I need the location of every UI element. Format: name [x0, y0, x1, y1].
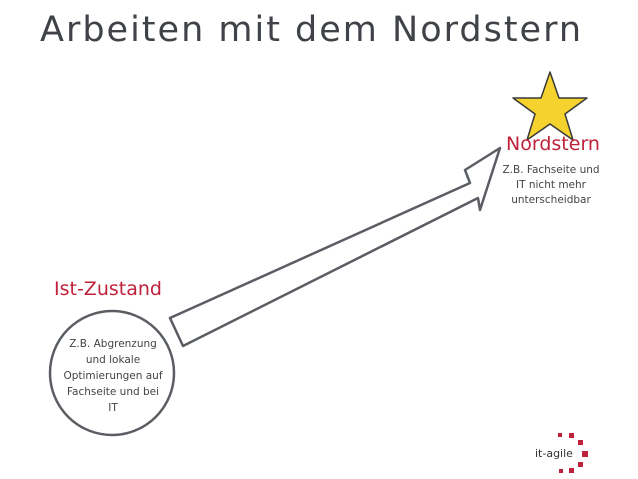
star-icon	[512, 71, 588, 141]
north-star-label: Nordstern	[506, 133, 600, 155]
north-star-description-line: IT nicht mehr	[516, 179, 586, 191]
current-state-circle	[48, 309, 176, 437]
current-state-description-line: Optimierungen auf	[63, 370, 163, 382]
north-star-description-line: unterscheidbar	[511, 194, 591, 206]
current-state-description-line: Z.B. Abgrenzung	[69, 338, 157, 350]
logo-text: it-agile	[535, 447, 573, 460]
current-state-description-line: und lokale	[85, 354, 141, 366]
current-state-label: Ist-Zustand	[54, 278, 162, 300]
current-state-description-line: Fachseite und bei	[66, 386, 160, 398]
north-star-description-line: Z.B. Fachseite und	[502, 164, 600, 176]
direction-arrow	[168, 146, 502, 348]
it-agile-logo-icon	[558, 433, 588, 473]
current-state-description-line: IT	[108, 402, 118, 414]
north-star-description: Z.B. Fachseite und IT nicht mehr untersc…	[496, 163, 606, 208]
current-state-description: Z.B. Abgrenzung und lokale Optimierungen…	[54, 336, 172, 416]
page-title: Arbeiten mit dem Nordstern	[40, 10, 584, 50]
